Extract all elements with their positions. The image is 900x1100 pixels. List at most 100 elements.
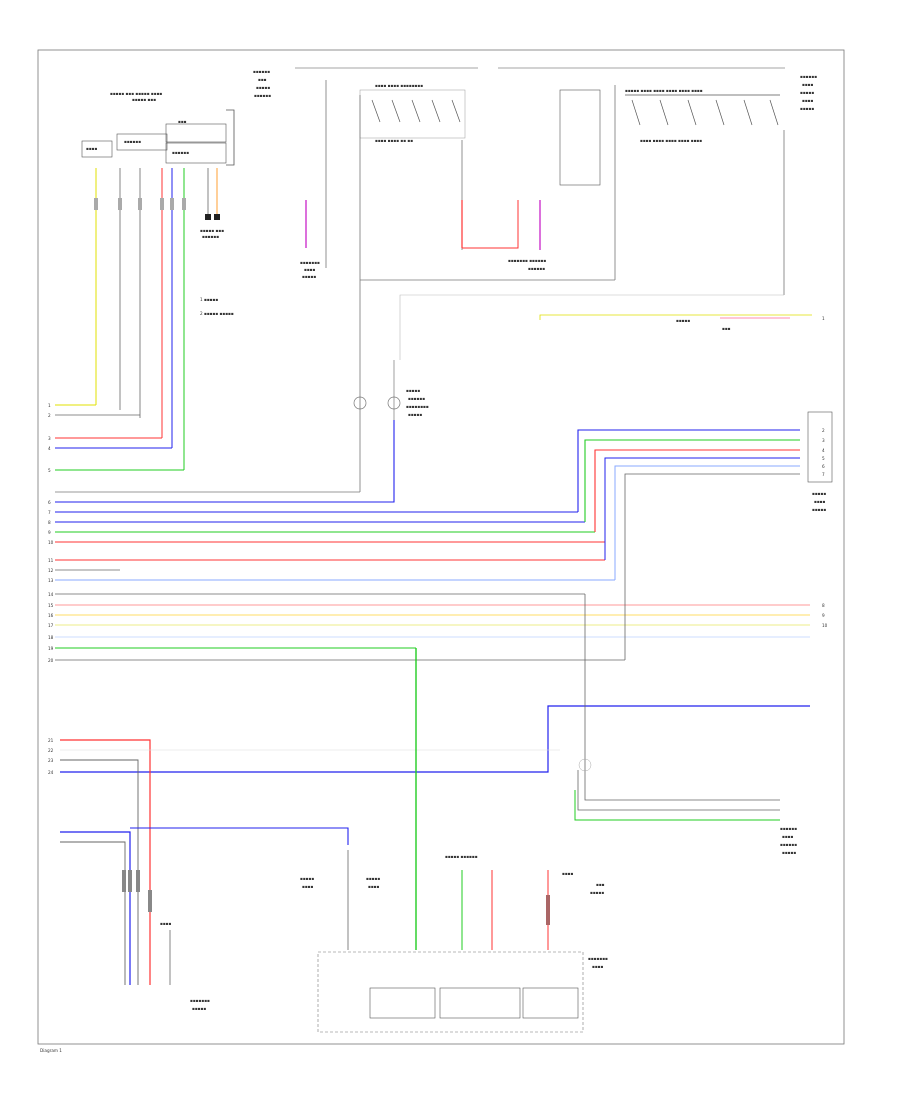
svg-text:▪▪▪▪▪▪▪▪: ▪▪▪▪▪▪▪▪ [406,404,429,409]
right-pin-number: 9 [822,613,825,618]
left-pin-number: 16 [48,613,54,618]
left-pin-number: 9 [48,530,51,535]
svg-text:▪▪▪▪▪: ▪▪▪▪▪ [408,412,422,417]
svg-text:▪▪▪▪▪▪▪: ▪▪▪▪▪▪▪ [190,998,210,1003]
svg-text:▪▪▪▪: ▪▪▪▪ [304,267,316,272]
svg-text:▪▪▪▪▪: ▪▪▪▪▪ [812,507,826,512]
svg-text:▪▪▪: ▪▪▪ [722,326,731,331]
svg-text:▪▪▪▪▪▪: ▪▪▪▪▪▪ [408,396,425,401]
svg-text:▪▪▪▪▪ ▪▪▪: ▪▪▪▪▪ ▪▪▪ [132,97,156,102]
top-left-unit: ▪▪▪▪▪ ▪▪▪ ▪▪▪▪▪ ▪▪▪▪ ▪▪▪▪▪ ▪▪▪ ▪▪▪ ▪▪▪▪ … [81,91,235,166]
svg-text:2 ▪▪▪▪▪ ▪▪▪▪▪: 2 ▪▪▪▪▪ ▪▪▪▪▪ [200,311,234,316]
right-pin-number: 4 [822,448,825,453]
right-pin-number: 8 [822,603,825,608]
svg-text:▪▪▪▪▪ ▪▪▪ ▪▪▪▪▪ ▪▪▪▪: ▪▪▪▪▪ ▪▪▪ ▪▪▪▪▪ ▪▪▪▪ [110,91,162,96]
svg-text:▪▪▪▪: ▪▪▪▪ [802,98,814,103]
left-pin-number: 22 [48,748,54,753]
svg-text:▪▪▪▪: ▪▪▪▪ [86,146,98,151]
svg-text:▪▪▪▪: ▪▪▪▪ [814,499,826,504]
left-pin-number: 19 [48,646,54,651]
connector-block [81,140,113,158]
top-left-wires: ▪▪▪▪▪ ▪▪▪ ▪▪▪▪▪▪ 1 ▪▪▪▪▪ 2 ▪▪▪▪▪ ▪▪▪▪▪ [94,168,234,470]
svg-text:▪▪▪▪▪▪: ▪▪▪▪▪▪ [800,74,817,79]
svg-text:▪▪▪▪: ▪▪▪▪ [302,884,314,889]
svg-text:▪▪▪▪▪▪: ▪▪▪▪▪▪ [124,139,141,144]
svg-text:▪▪▪▪▪ ▪▪▪: ▪▪▪▪▪ ▪▪▪ [200,228,224,233]
svg-text:▪▪▪▪▪▪▪: ▪▪▪▪▪▪▪ [300,260,320,265]
left-pin-number: 6 [48,500,51,505]
svg-text:▪▪▪▪▪▪: ▪▪▪▪▪▪ [780,826,797,831]
left-pin-number: 20 [48,658,54,663]
left-pin-number: 23 [48,758,54,763]
svg-text:▪▪▪▪▪ ▪▪▪▪▪▪: ▪▪▪▪▪ ▪▪▪▪▪▪ [445,854,478,859]
svg-text:▪▪▪▪ ▪▪▪▪ ▪▪▪▪▪▪▪▪: ▪▪▪▪ ▪▪▪▪ ▪▪▪▪▪▪▪▪ [375,83,423,88]
right-pin-number: 3 [822,438,825,443]
svg-text:▪▪▪▪▪: ▪▪▪▪▪ [782,850,796,855]
left-pin-number: 8 [48,520,51,525]
svg-text:▪▪▪▪▪: ▪▪▪▪▪ [302,274,316,279]
svg-text:▪▪▪: ▪▪▪ [178,119,187,124]
left-pin-number: 24 [48,770,54,775]
left-pin-number: 18 [48,635,54,640]
svg-text:▪▪▪▪▪▪▪ ▪▪▪▪▪▪: ▪▪▪▪▪▪▪ ▪▪▪▪▪▪ [508,258,546,263]
svg-text:▪▪▪▪ ▪▪▪▪ ▪▪▪▪ ▪▪▪▪ ▪▪▪▪: ▪▪▪▪ ▪▪▪▪ ▪▪▪▪ ▪▪▪▪ ▪▪▪▪ [640,138,702,143]
svg-text:▪▪▪▪▪: ▪▪▪▪▪ [812,491,826,496]
svg-text:▪▪▪▪: ▪▪▪▪ [160,921,172,926]
svg-text:▪▪▪▪: ▪▪▪▪ [802,82,814,87]
lower-left-group: ▪▪▪▪ ▪▪▪▪▪▪▪ ▪▪▪▪▪ [60,739,560,1011]
svg-text:▪▪▪▪▪: ▪▪▪▪▪ [366,876,380,881]
svg-text:▪▪▪▪▪: ▪▪▪▪▪ [800,90,814,95]
left-pin-number: 4 [48,446,51,451]
right-pin-number: 10 [822,623,828,628]
left-pin-number: 17 [48,623,54,628]
svg-text:▪▪▪▪▪: ▪▪▪▪▪ [256,85,270,90]
left-pin-number: 7 [48,510,51,515]
right-pin-number: 6 [822,464,825,469]
left-pin-number: 10 [48,540,54,545]
svg-text:▪▪▪▪: ▪▪▪▪ [782,834,794,839]
svg-text:▪▪▪▪▪▪: ▪▪▪▪▪▪ [528,266,545,271]
right-connector-upper: ▪▪▪▪▪ ▪▪▪ ▪▪▪▪▪ ▪▪▪▪ ▪▪▪▪▪ [539,314,833,660]
left-pin-number: 12 [48,568,54,573]
left-pin-number: 3 [48,436,51,441]
svg-text:▪▪▪▪▪ ▪▪▪▪ ▪▪▪▪ ▪▪▪▪ ▪▪▪▪ ▪▪▪▪: ▪▪▪▪▪ ▪▪▪▪ ▪▪▪▪ ▪▪▪▪ ▪▪▪▪ ▪▪▪▪ [625,88,703,93]
right-pin-number: 2 [822,428,825,433]
right-pin-number: 5 [822,456,825,461]
svg-text:▪▪▪▪▪: ▪▪▪▪▪ [590,890,604,895]
right-pin-number: 7 [822,472,825,477]
svg-text:▪▪▪▪▪: ▪▪▪▪▪ [192,1006,206,1011]
left-pin-number: 13 [48,578,54,583]
right-pin-labels: 1 2 3 4 5 6 7 8 9 10 [822,316,828,628]
connector-block [165,123,227,143]
svg-text:▪▪▪▪▪▪▪: ▪▪▪▪▪▪▪ [588,956,608,961]
svg-text:▪▪▪▪: ▪▪▪▪ [592,964,604,969]
connector-block [165,142,227,164]
left-pin-number: 1 [48,403,51,408]
diagram-frame [37,49,845,1045]
bottom-center-unit: ▪▪▪▪▪ ▪▪▪▪▪▪ ▪▪▪▪ ▪▪▪ ▪▪▪▪▪ ▪▪▪▪▪▪▪ ▪▪▪▪… [300,648,608,1033]
left-pin-number: 14 [48,592,54,597]
svg-text:▪▪▪▪▪: ▪▪▪▪▪ [800,106,814,111]
svg-text:▪▪▪▪: ▪▪▪▪ [562,871,574,876]
svg-text:▪▪▪: ▪▪▪ [596,882,605,887]
svg-text:▪▪▪▪▪▪: ▪▪▪▪▪▪ [172,150,189,155]
control-unit [317,951,584,1033]
svg-text:▪▪▪▪▪▪: ▪▪▪▪▪▪ [780,842,797,847]
left-pin-number: 21 [48,738,54,743]
left-pin-number: 2 [48,413,51,418]
corner-label: Diagram 1 [40,1048,62,1053]
right-connector-lower: ▪▪▪▪▪▪ ▪▪▪▪ ▪▪▪▪▪▪ ▪▪▪▪▪ [60,594,810,855]
center-sensor: ▪▪▪▪▪ ▪▪▪▪▪▪ ▪▪▪▪▪▪▪▪ ▪▪▪▪▪ [55,285,429,503]
svg-text:1 ▪▪▪▪▪: 1 ▪▪▪▪▪ [200,297,218,302]
svg-text:▪▪▪▪▪▪: ▪▪▪▪▪▪ [202,234,219,239]
right-connector [807,411,833,483]
svg-text:▪▪▪▪▪: ▪▪▪▪▪ [406,388,420,393]
top-switch-bank: ▪▪▪▪▪▪ ▪▪▪ ▪▪▪▪▪ ▪▪▪▪▪▪ ▪▪▪▪▪▪▪ ▪▪▪▪ ▪▪▪… [253,67,817,360]
svg-text:▪▪▪▪ ▪▪▪▪ ▪▪ ▪▪: ▪▪▪▪ ▪▪▪▪ ▪▪ ▪▪ [375,138,413,143]
svg-text:▪▪▪▪▪▪: ▪▪▪▪▪▪ [253,69,270,74]
left-pin-number: 5 [48,468,51,473]
right-pin-number: 1 [822,316,825,321]
